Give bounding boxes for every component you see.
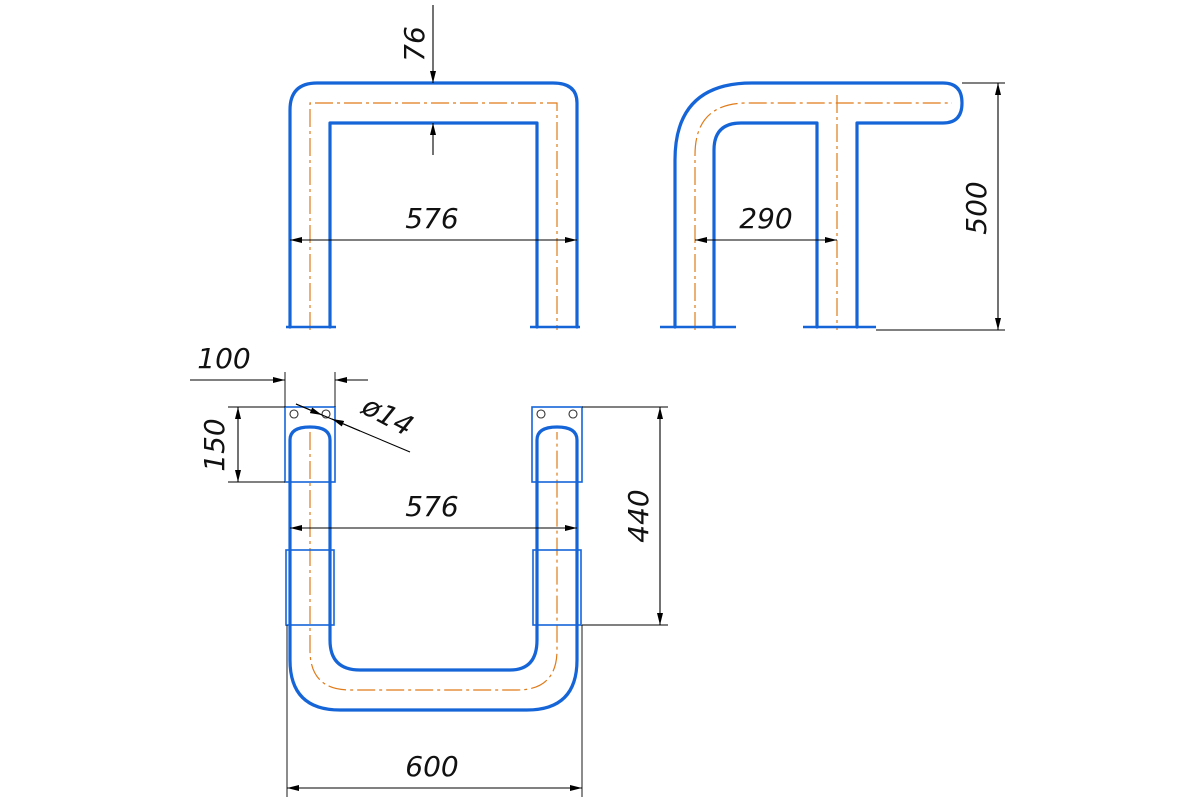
side-view-outline xyxy=(673,81,964,329)
side-view-inner-outline xyxy=(712,121,819,329)
dimension-label-290: 290 xyxy=(739,202,792,235)
dimension-tube-height: 76 xyxy=(398,5,436,155)
dimension-plate-length: 150 xyxy=(198,406,285,483)
dimension-label-100: 100 xyxy=(197,342,250,375)
dimension-label-600: 600 xyxy=(405,750,458,783)
dimension-front-width: 576 xyxy=(290,202,577,243)
dimension-label-top-576: 576 xyxy=(405,490,458,523)
dimension-label-front-576: 576 xyxy=(405,202,458,235)
dimension-side-depth: 290 xyxy=(695,202,837,243)
top-view xyxy=(284,406,583,712)
top-left-mount-plate xyxy=(284,406,336,483)
front-view-outline xyxy=(288,81,579,329)
top-right-mount-plate xyxy=(531,406,583,483)
dimension-label-150: 150 xyxy=(198,418,231,471)
dimension-overall-width: 600 xyxy=(286,625,583,797)
dimension-label-500: 500 xyxy=(960,181,993,234)
top-view-centerline xyxy=(309,432,558,691)
dimension-label-440: 440 xyxy=(622,489,655,542)
dimension-plate-width: 100 xyxy=(190,342,368,407)
side-view-centerline-bend xyxy=(694,102,952,330)
dimension-label-hole: ø14 xyxy=(356,389,419,443)
dimension-top-width: 576 xyxy=(290,490,577,531)
top-view-outer-outline xyxy=(288,425,579,712)
dimension-top-depth: 440 xyxy=(582,406,668,626)
dimension-height: 500 xyxy=(876,82,1005,331)
mount-hole-icon xyxy=(289,409,299,419)
dimension-label-76: 76 xyxy=(398,26,431,62)
front-view-centerline xyxy=(309,102,558,330)
top-left-lower-plate xyxy=(285,549,335,626)
side-view xyxy=(660,81,964,330)
dimension-hole-diameter: ø14 xyxy=(295,389,419,453)
mount-hole-icon xyxy=(536,409,546,419)
mount-hole-icon xyxy=(568,409,578,419)
top-right-lower-plate xyxy=(532,549,582,626)
